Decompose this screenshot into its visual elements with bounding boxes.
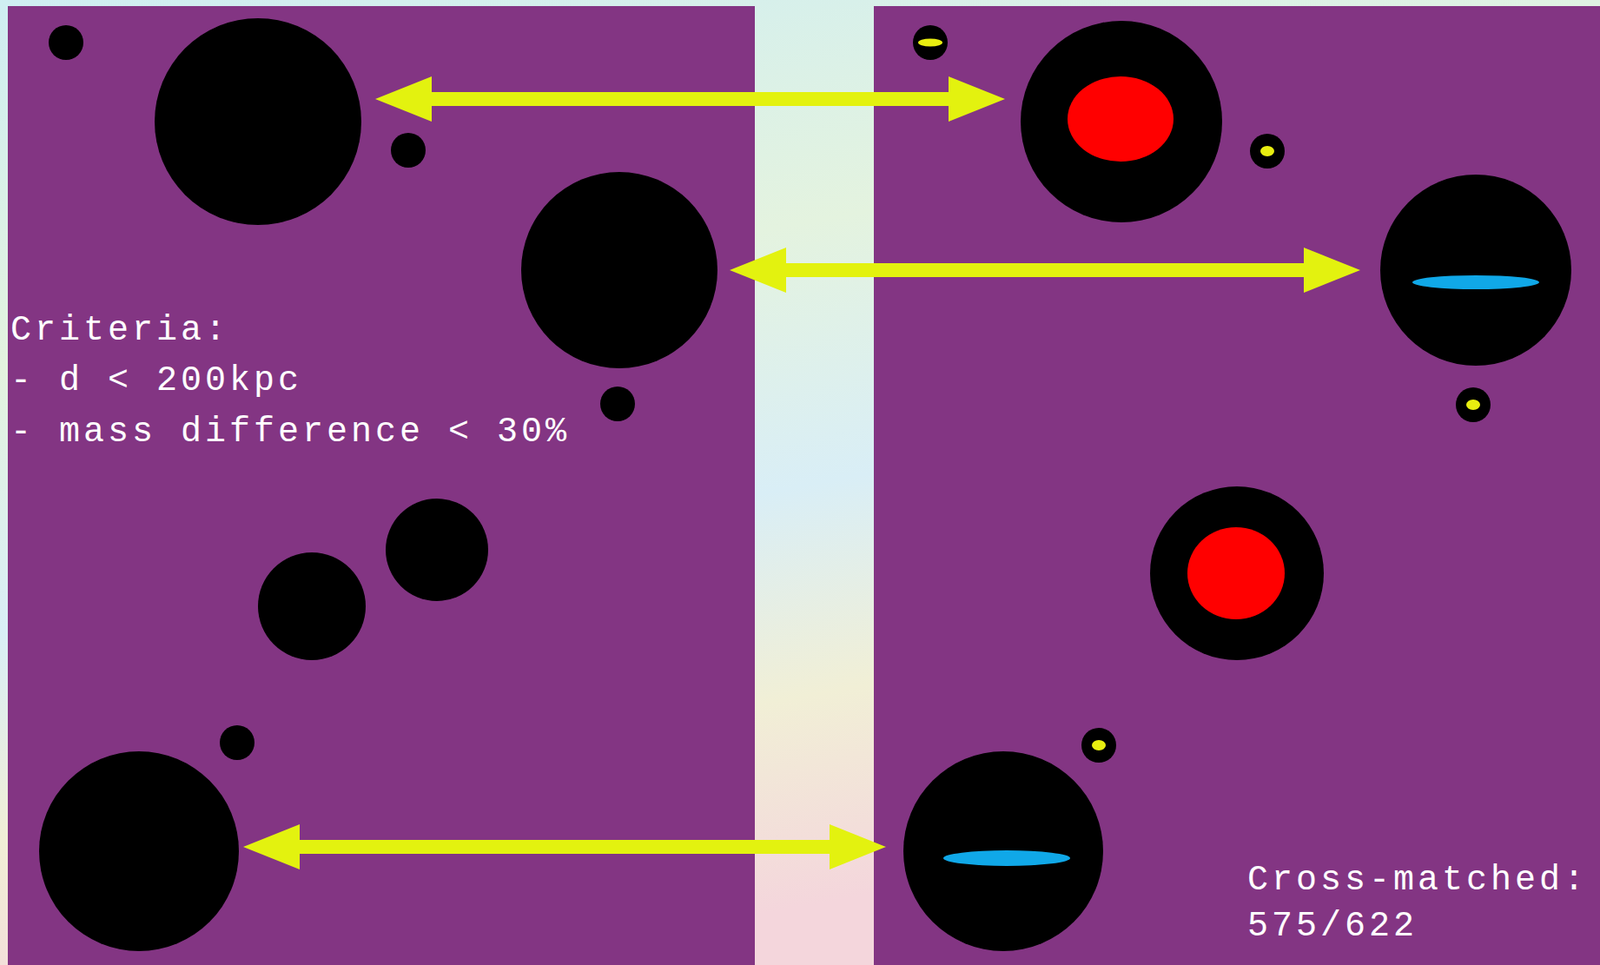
match-arrows (243, 76, 1361, 870)
halo (39, 751, 239, 952)
galaxy (1091, 740, 1106, 751)
galaxy (1260, 145, 1275, 157)
criteria-heading: Criteria: (10, 310, 230, 352)
right-halos (903, 20, 1572, 952)
halo (385, 498, 489, 602)
double-arrow (243, 824, 886, 870)
halo (257, 552, 366, 661)
galaxy (1067, 76, 1174, 162)
double-arrow (375, 76, 1005, 122)
halo (390, 132, 426, 168)
halo (219, 725, 255, 761)
result-value: 575/622 (1247, 905, 1418, 948)
galaxy (1187, 527, 1285, 620)
right-panel (873, 6, 1600, 965)
halo (521, 171, 718, 369)
galaxy (943, 850, 1071, 867)
halo (1150, 486, 1324, 661)
criteria-item: - d < 200kpc (10, 360, 303, 403)
halo (1380, 174, 1572, 366)
halo (912, 25, 948, 60)
galaxy (1412, 275, 1540, 290)
left-panel (7, 6, 755, 965)
criteria-item: - mass difference < 30% (10, 411, 570, 454)
halo (154, 18, 362, 225)
galaxy (1466, 399, 1481, 410)
result-label: Cross-matched: (1247, 859, 1588, 902)
halo (1249, 133, 1285, 169)
halo (1455, 387, 1491, 423)
halo (903, 751, 1104, 952)
halo (1020, 20, 1223, 223)
left-halos (39, 18, 718, 952)
double-arrow (729, 247, 1361, 293)
halo (1081, 727, 1117, 763)
halo (48, 25, 84, 60)
galaxy (918, 39, 943, 47)
halo (600, 386, 635, 422)
